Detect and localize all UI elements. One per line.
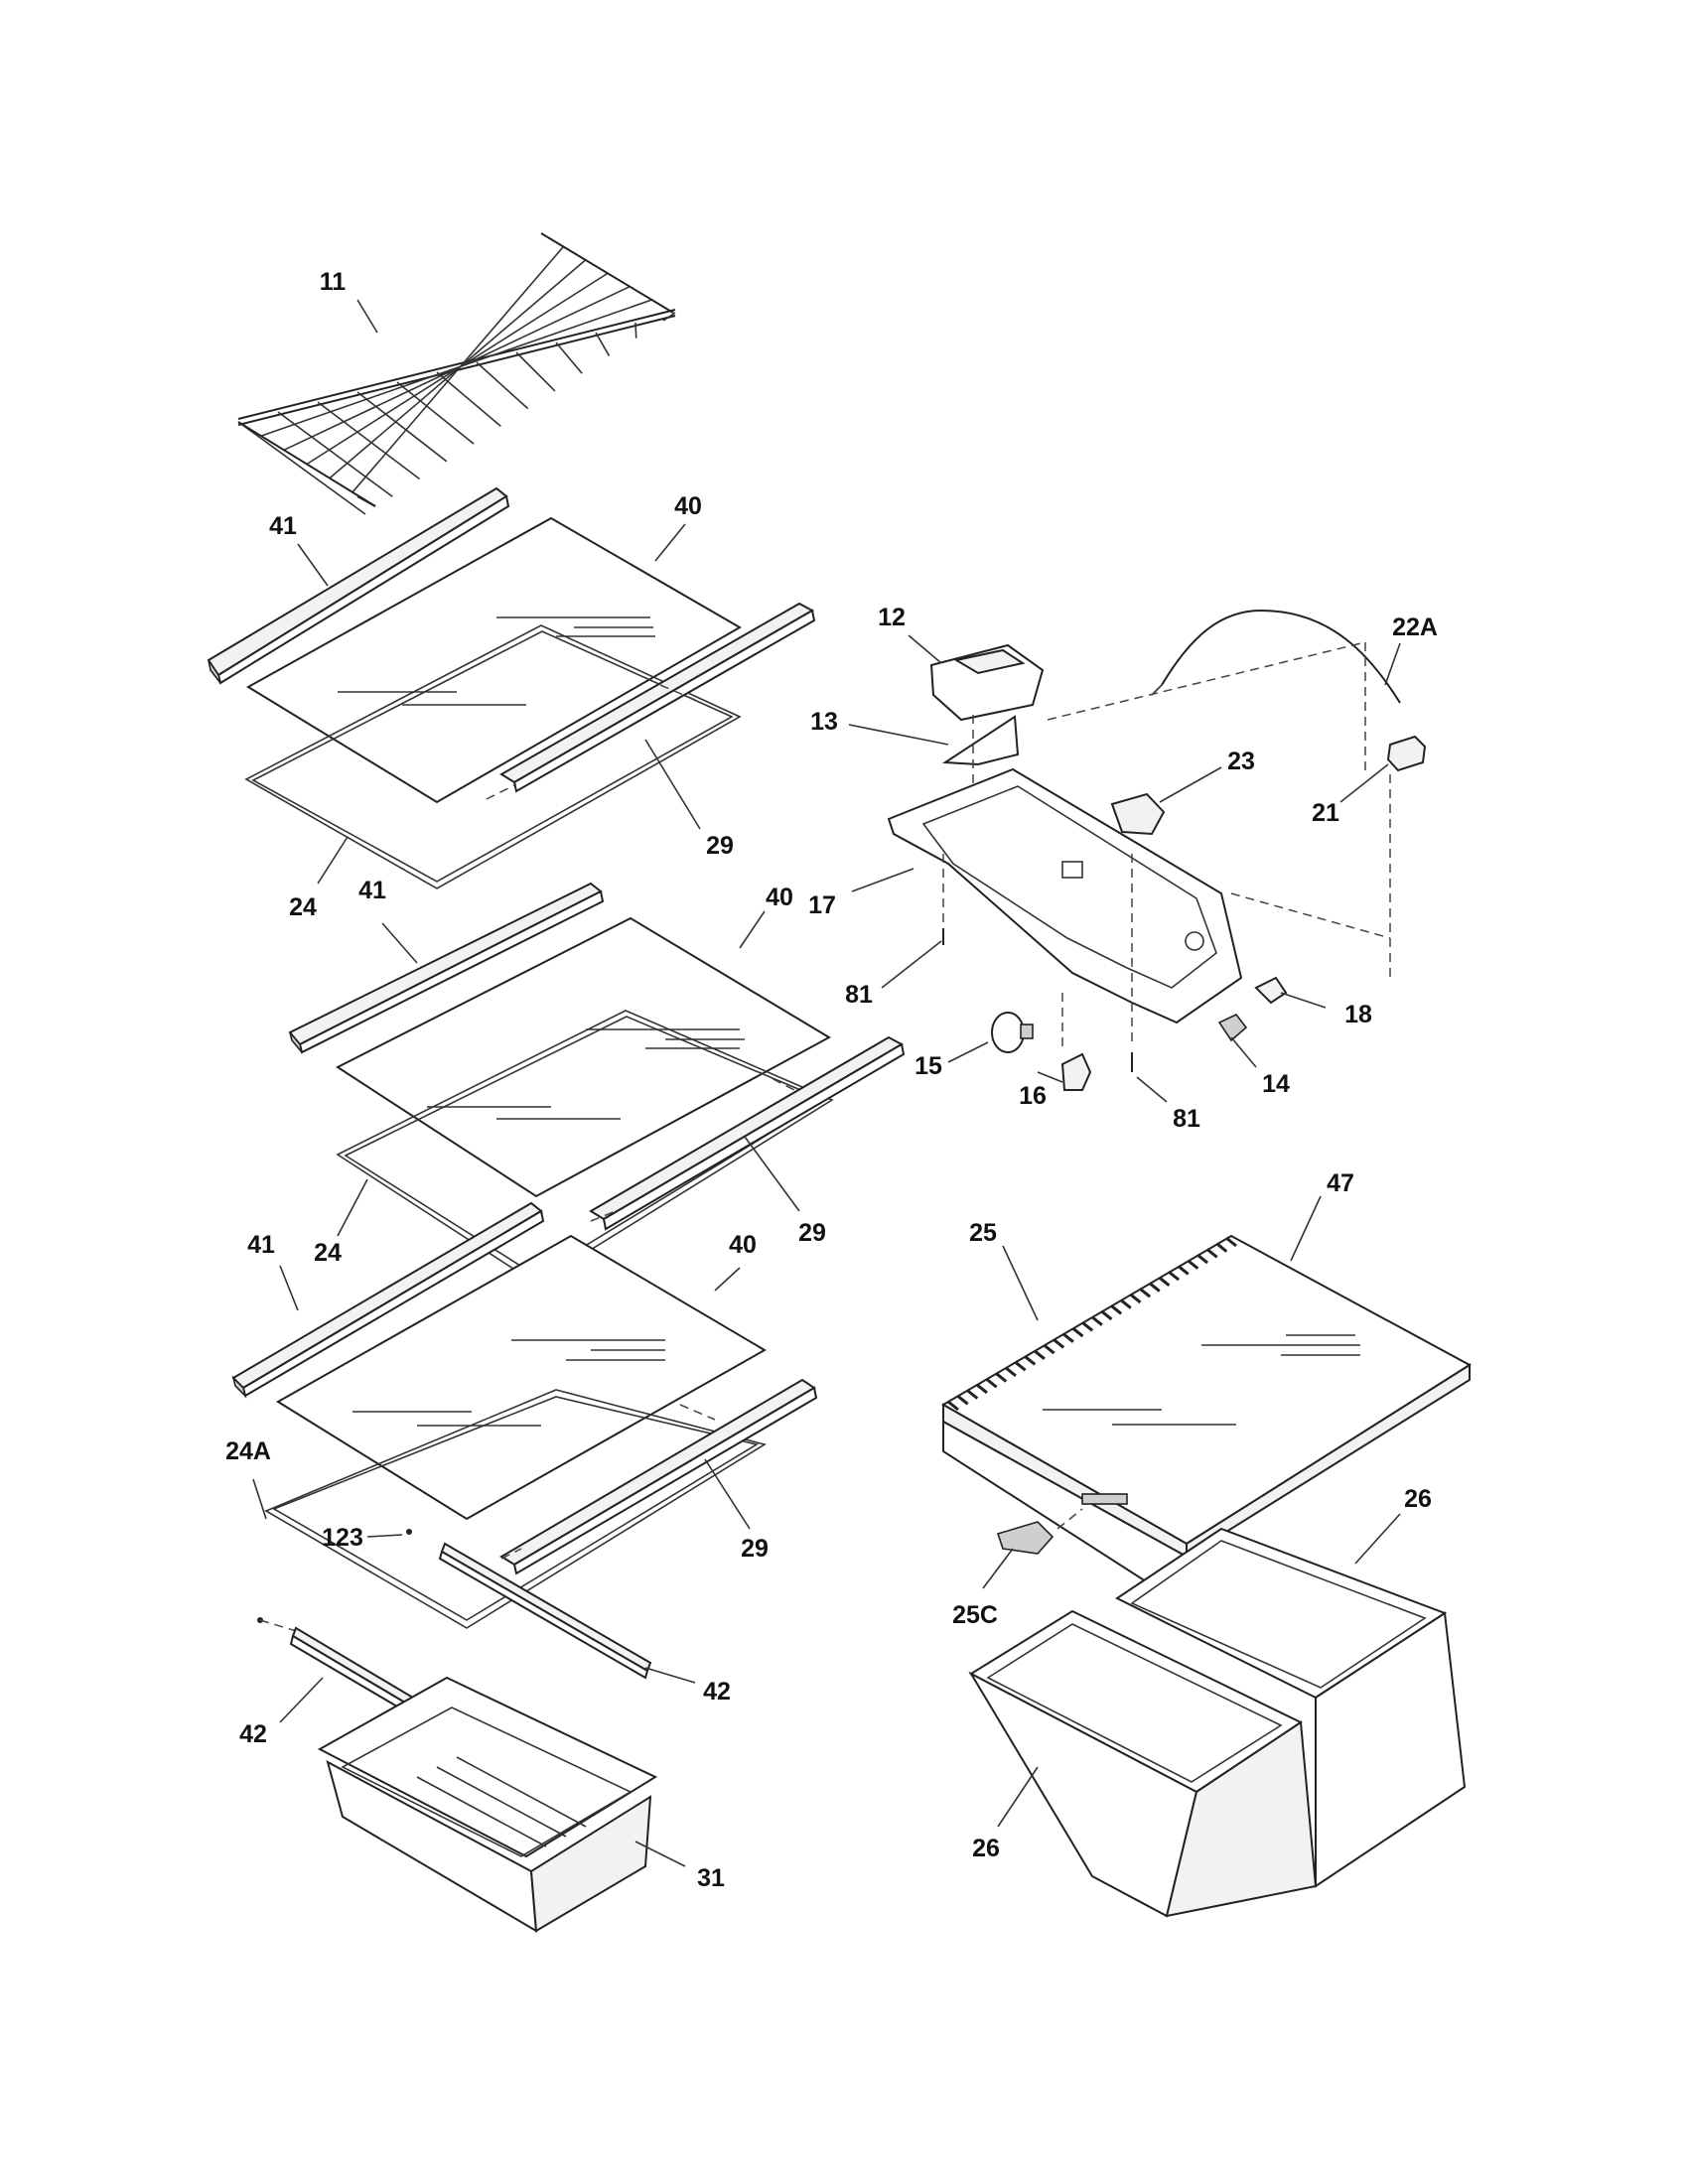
callout-81: 81 (1173, 1105, 1200, 1133)
part-deli-drawer (317, 1676, 658, 1933)
part-humidity-control-25c (996, 1521, 1055, 1555)
part-shelf-trim-front-1 (207, 486, 510, 685)
callout-21: 21 (1312, 799, 1339, 827)
part-shelf-frame-3 (264, 1389, 768, 1629)
callout-25c: 25C (952, 1601, 998, 1629)
part-slide-rail-right (438, 1542, 652, 1680)
callout-40: 40 (674, 492, 702, 520)
part-shelf-trim-front-2 (288, 882, 605, 1054)
callout-42: 42 (703, 1678, 731, 1706)
callout-15: 15 (914, 1052, 942, 1080)
callout-41: 41 (358, 877, 386, 904)
callout-24: 24 (314, 1239, 342, 1267)
part-control-knob (1254, 976, 1288, 1005)
part-defrost-timer (1110, 792, 1166, 836)
part-damper (941, 715, 1020, 766)
callout-42: 42 (239, 1720, 267, 1748)
callout-26: 26 (972, 1835, 1000, 1862)
part-power-cord (1151, 609, 1401, 704)
callout-40: 40 (729, 1231, 757, 1259)
callout-11: 11 (320, 268, 347, 296)
callout-14: 14 (1262, 1070, 1290, 1098)
callout-41: 41 (247, 1231, 275, 1259)
callout-24: 24 (289, 893, 317, 921)
callout-17: 17 (808, 891, 836, 919)
callout-29: 29 (741, 1535, 769, 1563)
callout-81: 81 (845, 981, 873, 1009)
callout-18: 18 (1344, 1001, 1372, 1028)
callout-13: 13 (810, 708, 838, 736)
callout-31: 31 (697, 1864, 725, 1892)
part-light-bulb (991, 1012, 1034, 1053)
part-connector-21 (1386, 735, 1427, 772)
part-shelf-frame-1 (244, 624, 742, 889)
part-shelf-trim-rear-3 (499, 1378, 818, 1575)
callout-22a: 22A (1392, 614, 1438, 641)
callout-29: 29 (798, 1219, 826, 1247)
part-shelf-trim-rear-2 (589, 1035, 906, 1231)
callout-16: 16 (1019, 1082, 1047, 1110)
part-shelf-trim-rear-1 (499, 602, 816, 793)
callout-123: 123 (322, 1524, 363, 1552)
part-crisper-drawer-rear (1115, 1527, 1467, 1888)
callout-26: 26 (1404, 1485, 1432, 1513)
part-light-control-housing (887, 767, 1243, 1024)
callout-47: 47 (1327, 1169, 1354, 1197)
callout-29: 29 (706, 832, 734, 860)
part-screw-81 (942, 928, 1133, 1072)
part-screw-123 (257, 1529, 412, 1634)
callout-41: 41 (269, 512, 297, 540)
callout-12: 12 (878, 604, 906, 631)
part-light-switch (1217, 1014, 1248, 1042)
part-wire-shelf (237, 232, 676, 515)
callout-labels: 11 41 40 29 24 41 40 29 24 41 40 29 24A … (225, 268, 1438, 1892)
callout-40: 40 (766, 884, 793, 911)
callout-24a: 24A (225, 1437, 271, 1465)
part-glass-shelf-2 (336, 916, 832, 1198)
part-glass-shelf-3 (276, 1234, 767, 1521)
part-light-socket (1060, 1052, 1092, 1091)
callout-23: 23 (1227, 748, 1255, 775)
leader-lines (252, 299, 1401, 1867)
part-air-diffuser (929, 643, 1045, 722)
part-shelf-trim-front-3 (231, 1201, 545, 1399)
callout-25: 25 (969, 1219, 997, 1247)
part-glass-shelf-1 (246, 516, 742, 804)
part-crisper-cover (941, 1234, 1472, 1559)
part-crisper-drawer-front (968, 1609, 1318, 1918)
